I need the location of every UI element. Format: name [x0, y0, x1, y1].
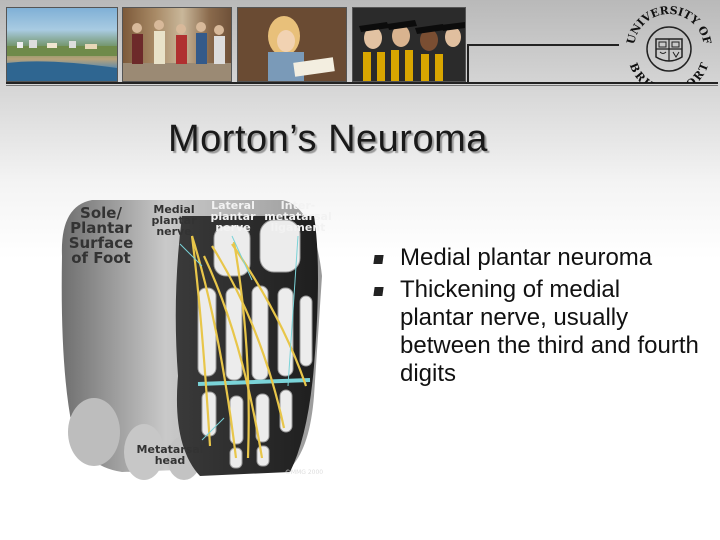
- university-seal-logo: UNIVERSITY OF BRIDGEPORT: [624, 4, 714, 98]
- header-rule-thin: [6, 85, 718, 86]
- campus-aerial-illustration: [7, 40, 117, 81]
- slide-title: Morton’s Neuroma: [168, 118, 488, 160]
- label-ligament: Inter- metatarsal ligament: [264, 199, 332, 234]
- bullet-item: Thickening of medial plantar nerve, usua…: [370, 276, 700, 388]
- square-bullet-icon: [373, 255, 384, 264]
- label-copyright: ©MMG 2000: [284, 469, 324, 476]
- graduates-photo: [352, 7, 466, 82]
- graduates-illustration: [353, 8, 465, 81]
- foot-anatomy-illustration: Sole/ Plantar Surface of Foot Medial pla…: [52, 196, 342, 482]
- label-lateral-nerve: Lateral plantar nerve: [210, 199, 256, 234]
- students-walking-photo: [122, 7, 232, 82]
- label-sole: Sole/ Plantar Surface of Foot: [68, 204, 134, 267]
- foot-drawing: [61, 200, 322, 480]
- bullet-text: Medial plantar neuroma: [400, 244, 653, 271]
- student-reading-illustration: [238, 8, 346, 81]
- student-reading-photo: [237, 7, 347, 82]
- label-metatarsal-head: Metatarsal head: [136, 443, 204, 467]
- students-illustration: [123, 20, 231, 81]
- header-bracket-vertical: [467, 44, 469, 82]
- header-bracket-line: [467, 44, 619, 46]
- bullet-item: Medial plantar neuroma: [370, 244, 700, 272]
- label-medial-nerve: Medial plantar nerve: [151, 203, 197, 238]
- header-rule: [6, 82, 718, 84]
- campus-aerial-photo: [6, 7, 118, 82]
- square-bullet-icon: [373, 287, 384, 296]
- bullet-list: Medial plantar neuroma Thickening of med…: [370, 244, 700, 392]
- bullet-text: Thickening of medial plantar nerve, usua…: [400, 276, 699, 387]
